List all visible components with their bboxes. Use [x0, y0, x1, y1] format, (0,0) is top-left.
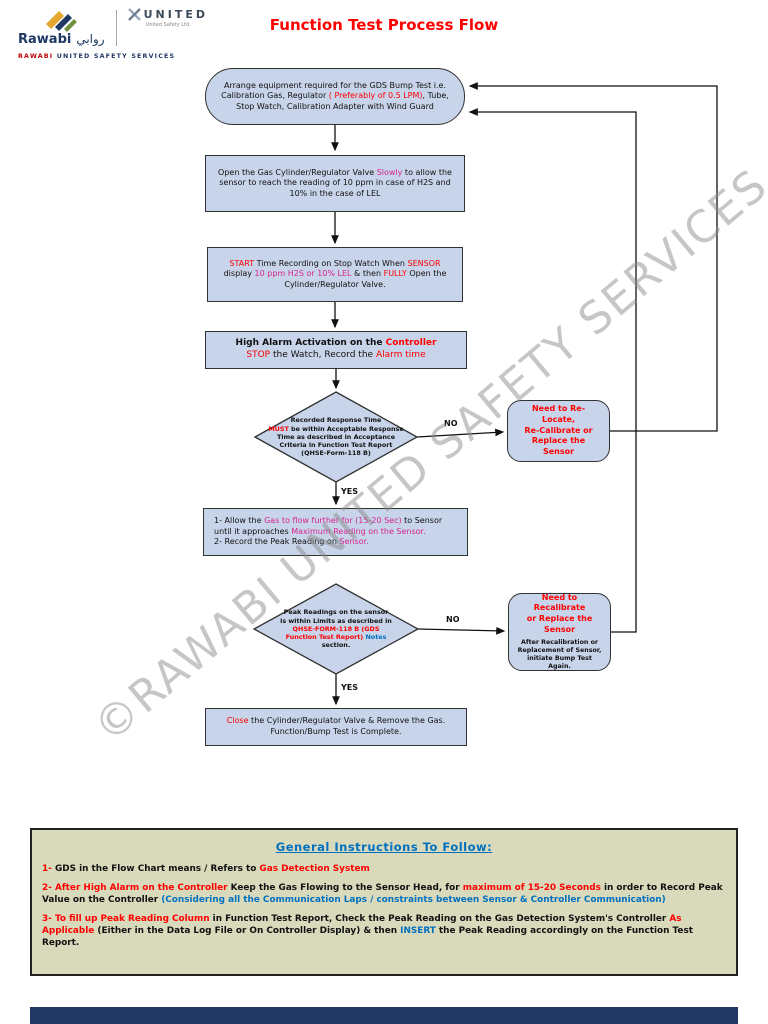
brand-divider — [115, 10, 117, 46]
rawabi-logo-icon — [46, 11, 78, 32]
united-name: UNITED — [143, 8, 208, 21]
instruction-item-3: 3- To fill up Peak Reading Column in Fun… — [42, 914, 693, 949]
label-no-peak: NO — [446, 615, 460, 624]
rawabi-wordmark: Rawabi روابي — [18, 32, 105, 47]
node-open-valve: Open the Gas Cylinder/Regulator Valve Sl… — [205, 155, 465, 212]
united-wordmark: UNITED — [127, 8, 208, 21]
label-yes-peak: YES — [341, 683, 359, 692]
footer-bar — [30, 1007, 738, 1024]
page-title: Function Test Process Flow — [269, 16, 499, 34]
label-yes-response: YES — [341, 487, 359, 496]
node-close-valve-text: Close the Cylinder/Regulator Valve & Rem… — [226, 716, 446, 736]
node-allow-gas-text: 1- Allow the Gas to flow further for (15… — [214, 516, 443, 547]
node-start-timer: START Time Recording on Stop Watch When … — [207, 247, 463, 302]
node-allow-gas-flow: 1- Allow the Gas to flow further for (15… — [203, 508, 468, 556]
instruction-item-1: 1- GDS in the Flow Chart means / Refers … — [42, 864, 370, 874]
node-start-arrange-equipment: Arrange equipment required for the GDS B… — [205, 68, 465, 125]
instructions-panel: General Instructions To Follow: 1- GDS i… — [30, 828, 738, 976]
rawabi-name-arabic: روابي — [76, 32, 105, 46]
node-open-valve-text: Open the Gas Cylinder/Regulator Valve Sl… — [218, 167, 452, 198]
node-close-valve: Close the Cylinder/Regulator Valve & Rem… — [205, 708, 467, 746]
node-start-timer-text: START Time Recording on Stop Watch When … — [223, 258, 447, 289]
brand-block: Rawabi روابي UNITED United Safety Ltd. — [18, 8, 268, 48]
header: Rawabi روابي UNITED United Safety Ltd. R… — [18, 8, 268, 60]
instructions-heading: General Instructions To Follow: — [275, 840, 493, 854]
rawabi-name: Rawabi — [18, 32, 72, 47]
label-no-response: NO — [444, 419, 458, 428]
connector-decision1-no — [416, 428, 505, 438]
united-x-icon — [127, 8, 141, 21]
feedback-loop-relocate — [468, 82, 718, 432]
decision-diamond-peak-reading — [252, 583, 420, 675]
company-tagline: RAWABI UNITED SAFETY SERVICES — [18, 53, 176, 60]
united-brand: UNITED United Safety Ltd. — [127, 8, 208, 28]
united-subtitle: United Safety Ltd. — [145, 22, 191, 28]
node-start-text: Arrange equipment required for the GDS B… — [221, 80, 449, 111]
decision-diamond-response-time — [253, 391, 419, 483]
feedback-loop-recalibrate — [468, 108, 637, 633]
instruction-item-2: 2- After High Alarm on the Controller Ke… — [42, 883, 723, 906]
rawabi-brand: Rawabi روابي — [18, 8, 105, 47]
connector-decision2-no — [417, 626, 506, 635]
